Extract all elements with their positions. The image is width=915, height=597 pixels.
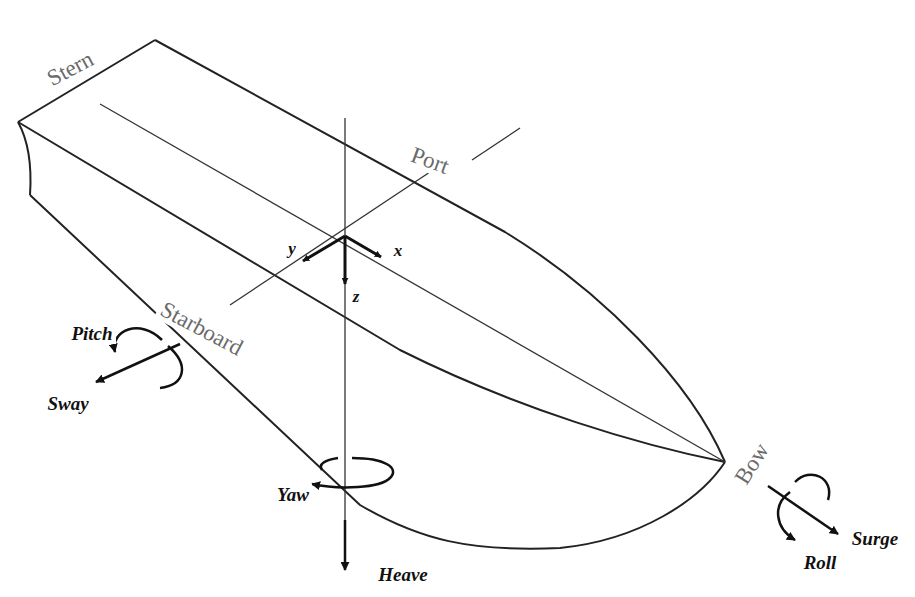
- hull-bottom: [30, 195, 725, 549]
- yaw-curl-back: [321, 458, 338, 470]
- motion-label: Heave: [375, 564, 431, 585]
- heave-arrow: [344, 520, 347, 570]
- centre-line: [100, 104, 725, 462]
- x-axis-arrow: [345, 236, 381, 257]
- z-axis-arrow: [344, 236, 347, 284]
- starboard-deck-edge: [18, 122, 725, 462]
- y-axis-arrow: [303, 236, 345, 261]
- motion-label: Yaw: [274, 484, 312, 505]
- pitch-curl-bottom: [160, 346, 182, 388]
- roll-curl-top: [795, 475, 829, 500]
- yaw-curl: [312, 458, 393, 487]
- stern-side: [18, 122, 31, 195]
- port-deck-edge: [155, 40, 725, 462]
- part-name: Stern: [40, 44, 100, 92]
- pitch-curl-top: [114, 328, 162, 352]
- port-tick: [472, 128, 520, 160]
- vertical-line: [344, 118, 345, 520]
- motion-label: Roll: [801, 552, 840, 573]
- motion-label: Pitch: [68, 323, 115, 344]
- part-name: Bow: [728, 435, 775, 490]
- part-name: Port: [405, 141, 455, 180]
- transverse-line: [230, 172, 430, 305]
- sway-arrow: [96, 344, 180, 382]
- motion-label: Surge: [849, 528, 901, 549]
- axis-label: x: [391, 241, 406, 260]
- part-name: Starboard: [154, 295, 250, 362]
- axis-label: z: [350, 287, 363, 306]
- transom-edge: [18, 40, 155, 122]
- axis-label: y: [285, 239, 299, 258]
- motion-label: Sway: [44, 393, 91, 414]
- roll-curl-bottom: [778, 492, 795, 540]
